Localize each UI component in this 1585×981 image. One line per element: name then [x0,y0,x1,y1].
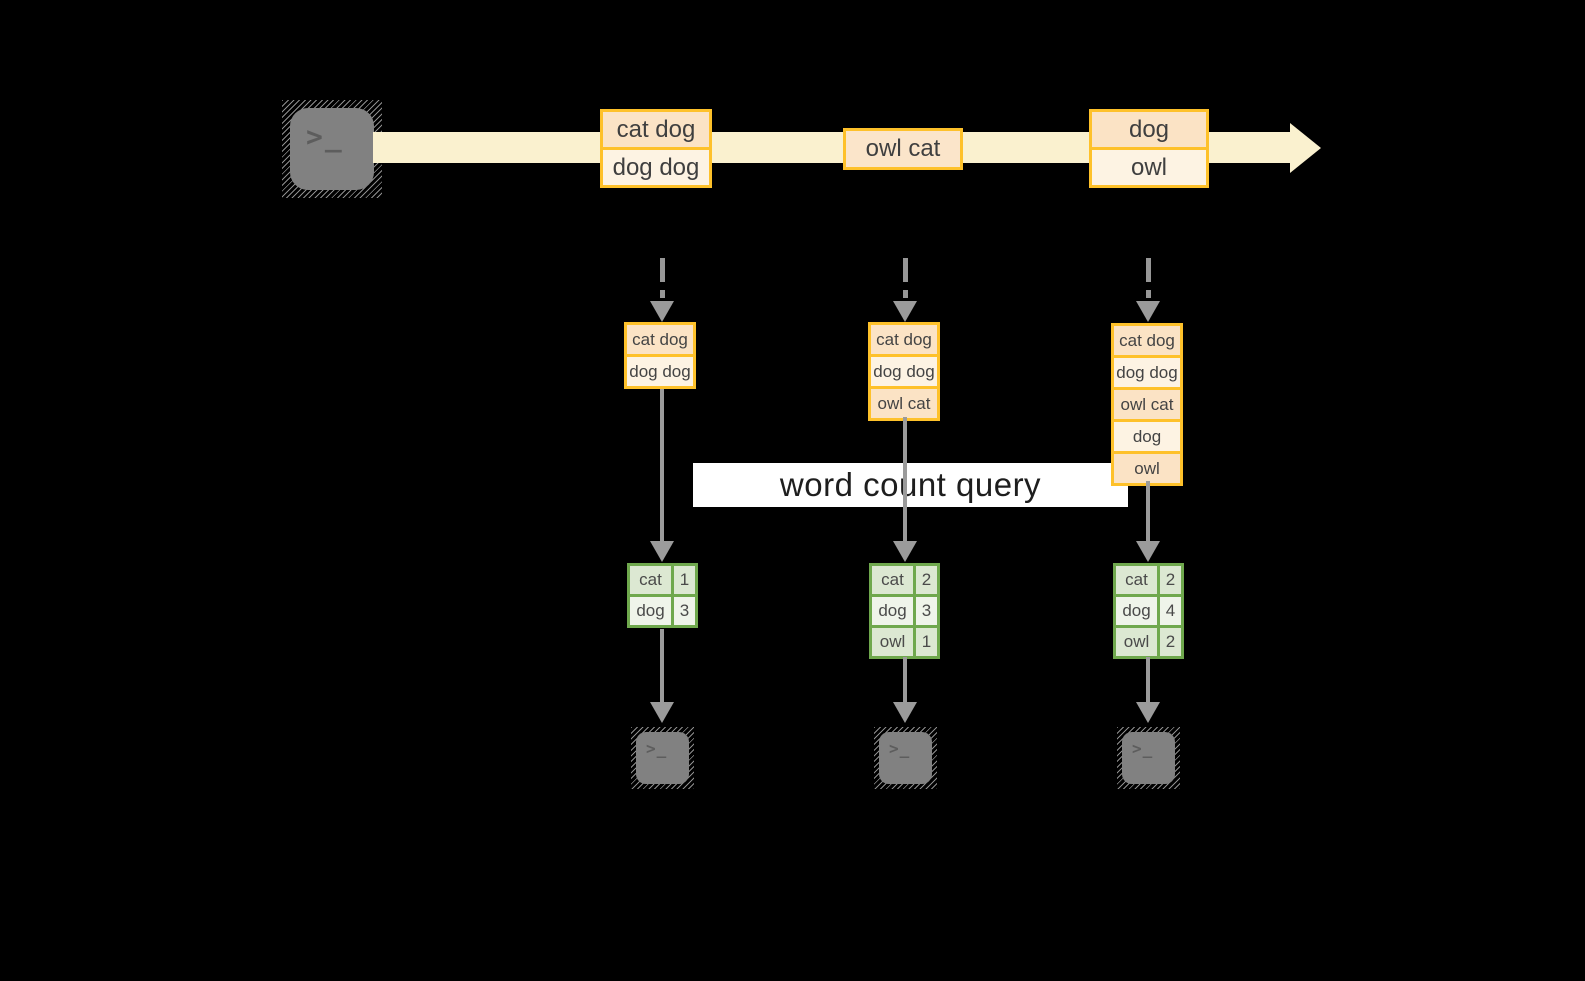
stack-record: dog dog [871,354,937,386]
prompt-glyph: >_ [889,739,911,758]
event-record: owl [1092,147,1206,185]
word-cell: owl [872,628,913,656]
query-flow-arrowhead-1 [650,541,674,562]
stack-record: cat dog [1114,326,1180,355]
count-cell: 2 [1160,566,1181,594]
query-banner: word count query [693,463,1128,507]
output-arrowhead-3 [1136,702,1160,723]
output-arrowhead-2 [893,702,917,723]
event-stack-1: cat dog dog dog [624,322,696,389]
event-stream-arrowhead-icon [1290,123,1321,173]
event-stack-3: cat dog dog dog owl cat dog owl [1111,323,1183,486]
producer-terminal-icon: >_ [282,100,382,198]
stack-record: owl cat [871,386,937,418]
word-cell: owl [1116,628,1157,656]
timeline-event-batch-2: owl cat [843,128,963,170]
event-record: owl cat [846,131,960,167]
count-cell: 4 [1160,597,1181,625]
event-record: dog dog [603,147,709,185]
prompt-glyph: >_ [1132,739,1154,758]
prompt-glyph: >_ [646,739,668,758]
timeline-event-batch-1: cat dog dog dog [600,109,712,188]
count-cell: 3 [674,597,695,625]
consume-arrowhead-1 [650,301,674,322]
word-cell: dog [1116,597,1157,625]
output-line-1 [660,629,664,703]
consume-arrowhead-2 [893,301,917,322]
event-record: dog [1092,112,1206,147]
query-flow-arrowhead-2 [893,541,917,562]
consumer-terminal-icon-1: >_ [631,727,694,789]
consume-arrow-dash-1 [660,258,665,298]
prompt-glyph: >_ [306,120,344,153]
word-cell: dog [872,597,913,625]
stack-record: owl [1114,451,1180,483]
event-record: cat dog [603,112,709,147]
word-cell: dog [630,597,671,625]
terminal-screen: >_ [879,732,932,784]
wordcount-table-1: cat 1 dog 3 [627,563,698,628]
consumer-terminal-icon-3: >_ [1117,727,1180,789]
output-arrowhead-1 [650,702,674,723]
count-cell: 1 [674,566,695,594]
stack-record: dog [1114,419,1180,451]
terminal-screen: >_ [290,108,374,190]
query-flow-arrowhead-3 [1136,541,1160,562]
count-cell: 2 [916,566,937,594]
query-flow-line-1 [660,389,664,542]
consume-arrow-dash-3 [1146,258,1151,298]
stack-record: dog dog [1114,355,1180,387]
terminal-screen: >_ [636,732,689,784]
timeline-event-batch-3: dog owl [1089,109,1209,188]
event-stack-2: cat dog dog dog owl cat [868,322,940,421]
output-line-2 [903,657,907,703]
word-cell: cat [872,566,913,594]
stack-record: cat dog [871,325,937,354]
word-cell: cat [630,566,671,594]
count-cell: 1 [916,628,937,656]
count-cell: 2 [1160,628,1181,656]
consumer-terminal-icon-2: >_ [874,727,937,789]
wordcount-table-2: cat 2 dog 3 owl 1 [869,563,940,659]
count-cell: 3 [916,597,937,625]
consume-arrowhead-3 [1136,301,1160,322]
stack-record: owl cat [1114,387,1180,419]
wordcount-table-3: cat 2 dog 4 owl 2 [1113,563,1184,659]
word-cell: cat [1116,566,1157,594]
query-flow-line-3 [1146,481,1150,542]
stack-record: cat dog [627,325,693,354]
stack-record: dog dog [627,354,693,386]
output-line-3 [1146,657,1150,703]
terminal-screen: >_ [1122,732,1175,784]
query-flow-line-2 [903,417,907,542]
consume-arrow-dash-2 [903,258,908,298]
